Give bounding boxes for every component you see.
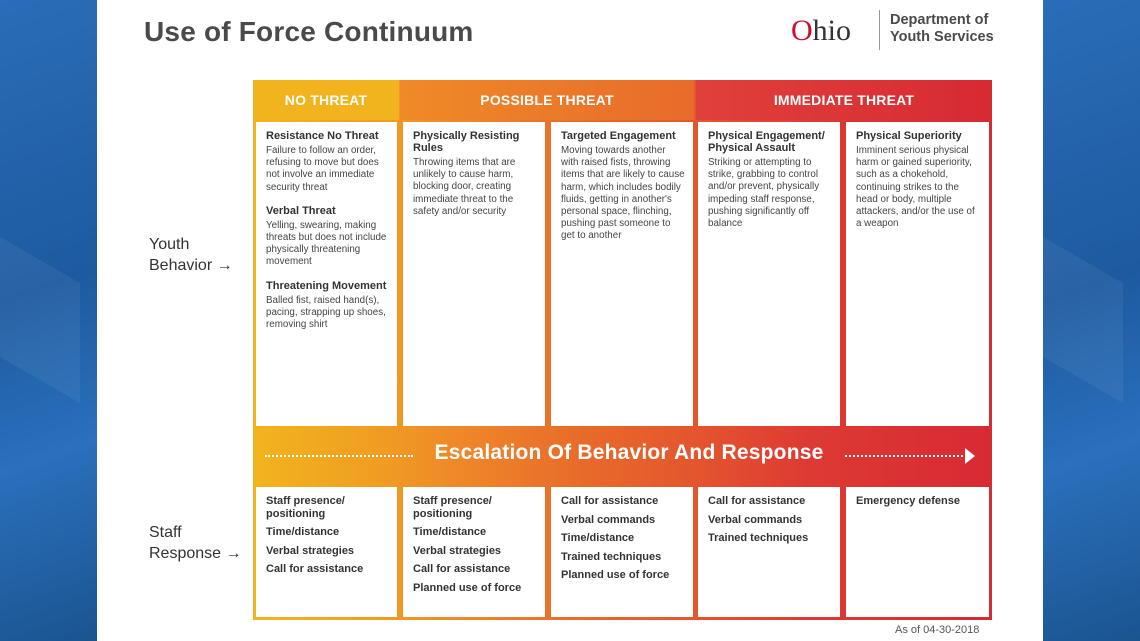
continuum-table: NO THREAT POSSIBLE THREAT IMMEDIATE THRE… — [253, 80, 992, 620]
response-item: Trained techniques — [708, 532, 809, 544]
behavior-description: Throwing items that are unlikely to caus… — [413, 157, 516, 217]
dotted-line-left — [265, 455, 413, 457]
arrow-right-icon — [965, 448, 975, 464]
youth-behavior-cell-2: Physically Resisting Rules Throwing item… — [403, 122, 545, 426]
youth-behavior-label: Youth Behavior → — [149, 236, 233, 274]
response-item: Staff presence/ positioning — [266, 495, 345, 520]
ohio-logo-wordmark: Ohio — [791, 14, 852, 47]
staff-response-cell-5: Emergency defense — [846, 487, 989, 617]
response-item: Call for assistance — [413, 563, 511, 575]
department-name: Department of Youth Services — [890, 12, 994, 46]
header-immediate-threat: IMMEDIATE THREAT — [696, 80, 992, 120]
response-item: Planned use of force — [413, 581, 522, 594]
response-item: Call for assistance — [561, 495, 659, 507]
department-line-2: Youth Services — [890, 29, 994, 45]
header-no-threat: NO THREAT — [253, 80, 399, 120]
staff-response-cell-4: Call for assistance Verbal commands Trai… — [698, 487, 840, 617]
youth-behavior-cell-3: Targeted Engagement Moving towards anoth… — [551, 122, 693, 426]
behavior-heading: Targeted Engagement — [561, 130, 676, 142]
staff-response-label: Staff Response → — [149, 524, 242, 562]
youth-behavior-cell-4: Physical Engagement/ Physical Assault St… — [698, 122, 840, 426]
behavior-description: Balled fist, raised hand(s), pacing, str… — [266, 294, 386, 331]
youth-behavior-cell-1: Resistance No Threat Failure to follow a… — [256, 122, 397, 426]
response-item: Call for assistance — [266, 563, 364, 575]
header-possible-threat: POSSIBLE THREAT — [400, 80, 694, 120]
behavior-heading: Physically Resisting Rules — [413, 130, 520, 154]
response-item: Verbal strategies — [266, 544, 355, 557]
background-left-panel — [0, 0, 97, 641]
escalation-label: Escalation Of Behavior And Response — [434, 441, 824, 464]
behavior-description: Yelling, swearing, making threats but do… — [266, 219, 387, 268]
response-item: Staff presence/ positioning — [413, 495, 492, 520]
response-item: Planned use of force — [561, 569, 670, 581]
behavior-heading: Physical Engagement/ Physical Assault — [708, 130, 825, 154]
youth-behavior-cell-5: Physical Superiority Imminent serious ph… — [846, 122, 989, 426]
response-item: Emergency defense — [856, 495, 960, 507]
behavior-description: Moving towards another with raised fists… — [561, 145, 685, 242]
behavior-heading: Verbal Threat — [266, 204, 336, 217]
page-title: Use of Force Continuum — [144, 16, 474, 47]
behavior-description: Imminent serious physical harm or gained… — [856, 145, 975, 230]
response-item: Trained techniques — [561, 550, 662, 563]
ohio-dys-logo: Ohio Department of Youth Services — [791, 8, 1001, 52]
behavior-description: Striking or attempting to strike, grabbi… — [708, 157, 820, 230]
response-item: Verbal strategies — [413, 544, 502, 557]
staff-response-cell-1: Staff presence/ positioning Time/distanc… — [256, 487, 397, 617]
logo-divider — [879, 10, 880, 50]
response-item: Verbal commands — [708, 513, 803, 526]
response-item: Time/distance — [413, 526, 487, 538]
staff-response-cell-2: Staff presence/ positioning Time/distanc… — [403, 487, 545, 617]
response-item: Call for assistance — [708, 495, 806, 507]
response-item: Time/distance — [266, 526, 340, 538]
response-item: Verbal commands — [561, 513, 656, 526]
behavior-heading: Threatening Movement — [266, 279, 387, 292]
behavior-heading: Physical Superiority — [856, 130, 962, 142]
escalation-band: Escalation Of Behavior And Response — [253, 428, 992, 484]
behavior-description: Failure to follow an order, refusing to … — [266, 145, 379, 193]
dotted-line-right — [845, 455, 963, 457]
staff-response-cell-3: Call for assistance Verbal commands Time… — [551, 487, 693, 617]
background-right-panel — [1043, 0, 1140, 641]
response-item: Time/distance — [561, 532, 635, 544]
document-page: Use of Force Continuum Ohio Department o… — [97, 0, 1043, 641]
as-of-date: As of 04-30-2018 — [895, 624, 980, 636]
behavior-heading: Resistance No Threat — [266, 130, 379, 142]
department-line-1: Department of — [890, 12, 989, 28]
